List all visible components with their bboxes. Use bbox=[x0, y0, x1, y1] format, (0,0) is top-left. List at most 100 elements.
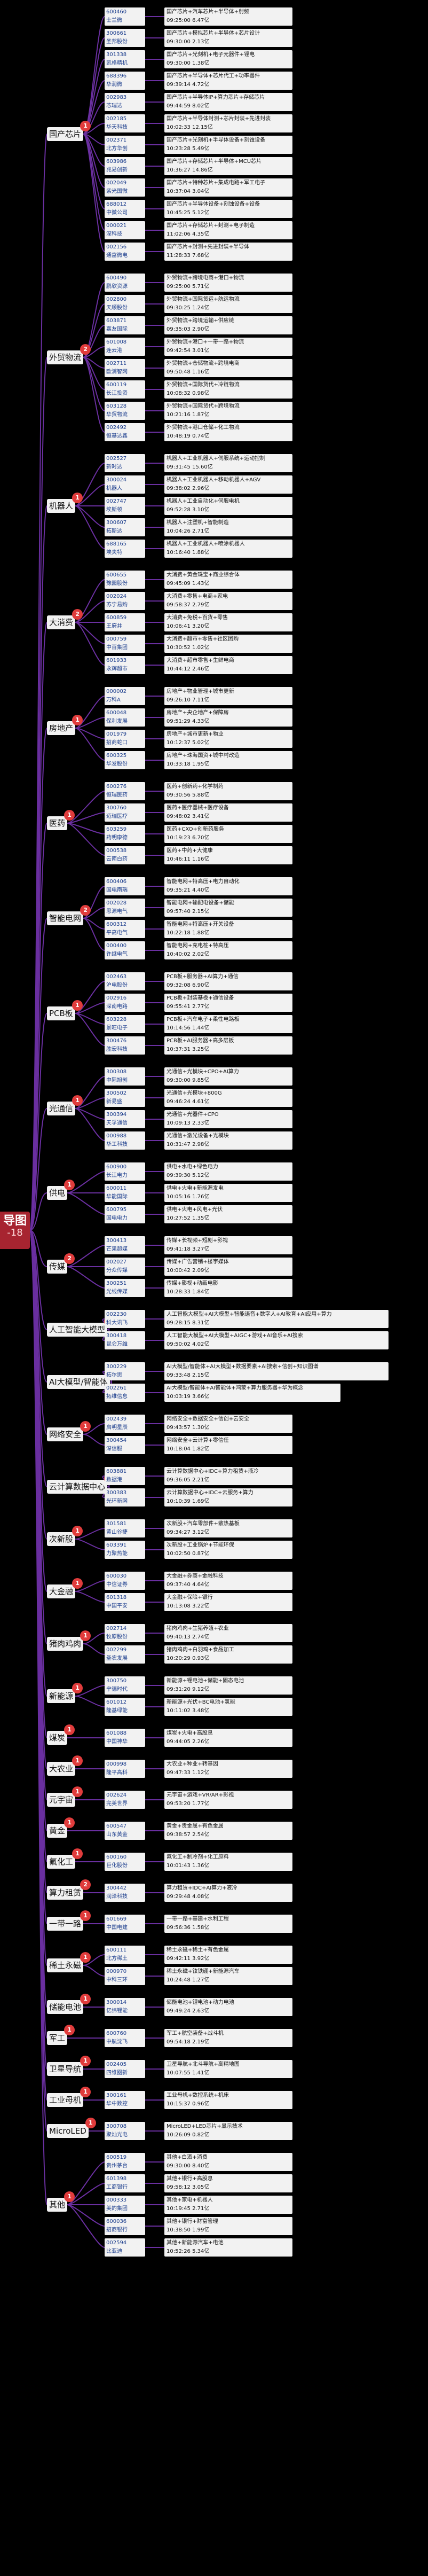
category-node[interactable]: AI大模型/智能体2 bbox=[47, 1369, 117, 1389]
